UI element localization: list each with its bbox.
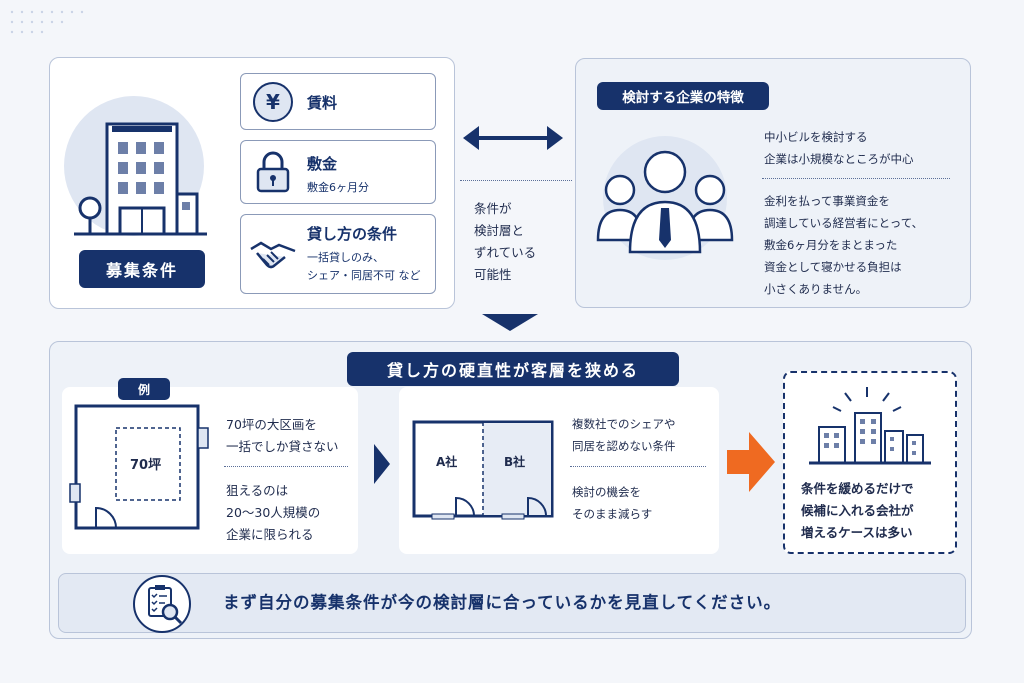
- gap-text-4: 可能性: [474, 267, 512, 282]
- deposit-sub: 敷金6ヶ月分: [307, 181, 369, 194]
- rigidity-title: 貸し方の硬直性が客層を狭める: [347, 352, 679, 386]
- example-tag: 例: [118, 378, 170, 400]
- checklist-magnifier-icon: [133, 575, 191, 633]
- share-text-2-line1: 検討の機会を: [572, 485, 641, 499]
- feature-para1-line1: 中小ビルを検討する: [764, 130, 868, 144]
- share-text-2-line2: そのまま減らす: [572, 507, 653, 521]
- share-text-1-line2: 同居を認めない条件: [572, 439, 676, 453]
- floor-plan-large: [69, 404, 209, 530]
- deposit-card: 敷金 敷金6ヶ月分: [240, 140, 436, 204]
- room-size-label: 70坪: [130, 458, 162, 473]
- result-text-line3: 増えるケースは多い: [801, 525, 913, 540]
- feature-para2-line1: 金利を払って事業資金を: [764, 194, 890, 208]
- lending-title: 貸し方の条件: [307, 225, 398, 243]
- gap-text-3: ずれている: [474, 245, 537, 260]
- feature-divider: [762, 178, 950, 179]
- feature-para2-line4: 資金として寝かせる負担は: [764, 260, 902, 274]
- share-text-1-line1: 複数社でのシェアや: [572, 417, 676, 431]
- double-arrow-icon: [463, 126, 563, 150]
- example-text-2-line1: 狙えるのは: [226, 483, 289, 498]
- unit-a-label: A社: [436, 455, 458, 469]
- footer-message: まず自分の募集条件が今の検討層に合っているかを見直してください。: [223, 593, 782, 612]
- company-features-title: 検討する企業の特徴: [597, 82, 769, 110]
- svg-text:¥: ¥: [266, 90, 280, 114]
- feature-para2-line5: 小さくありません。: [764, 282, 868, 296]
- feature-para2-line3: 敷金6ヶ月分をまとまった: [764, 238, 898, 252]
- orange-arrow-icon: [727, 432, 775, 492]
- feature-para2-line2: 調達している経営者にとって、: [764, 216, 924, 230]
- people-icon: [596, 136, 734, 260]
- lending-sub-2: シェア・同居不可 など: [307, 269, 421, 282]
- footer-banner: [58, 573, 966, 633]
- unit-b-label: B社: [504, 455, 526, 469]
- example-text-2-line2: 20〜30人規模の: [226, 505, 321, 520]
- rent-card: ¥ 賃料: [240, 73, 436, 130]
- recruit-conditions-label: 募集条件: [79, 250, 205, 288]
- example-divider: [224, 466, 348, 467]
- lending-sub-1: 一括貸しのみ、: [307, 251, 384, 264]
- decor-dots-top-left: [10, 10, 84, 34]
- example-text-1-line1: 70坪の大区画を: [226, 417, 317, 432]
- result-text-line1: 条件を緩めるだけで: [801, 481, 914, 496]
- middle-divider: [460, 180, 572, 181]
- chevron-right-icon: [374, 444, 390, 484]
- down-arrow-icon: [482, 314, 538, 331]
- share-divider: [570, 466, 706, 467]
- handshake-icon: [250, 241, 296, 269]
- example-text-2-line3: 企業に限られる: [226, 527, 314, 542]
- floor-plan-split: [412, 420, 554, 520]
- yen-icon: ¥: [253, 82, 293, 122]
- feature-para1-line2: 企業は小規模なところが中心: [764, 152, 914, 166]
- lending-conditions-card: 貸し方の条件 一括貸しのみ、 シェア・同居不可 など: [240, 214, 436, 294]
- building-icon: [64, 96, 207, 236]
- example-text-1-line2: 一括でしか貸さない: [226, 439, 339, 454]
- gap-text-2: 検討層と: [474, 223, 525, 238]
- result-text-line2: 候補に入れる会社が: [801, 503, 914, 518]
- deposit-title: 敷金: [307, 155, 338, 173]
- city-icon: [809, 387, 931, 465]
- gap-text-1: 条件が: [474, 201, 512, 216]
- lock-icon: [256, 151, 290, 193]
- rent-title: 賃料: [307, 94, 338, 112]
